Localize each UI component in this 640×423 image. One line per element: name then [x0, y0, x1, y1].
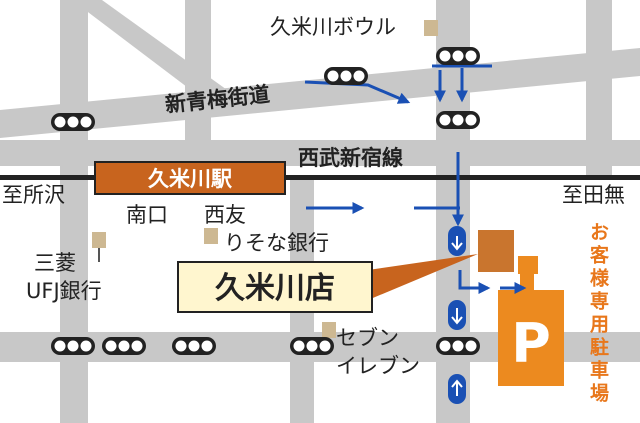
traffic-light-icon [172, 337, 216, 355]
label-to-tokorozawa: 至所沢 [2, 183, 65, 207]
label-seven: セブン [336, 326, 399, 350]
parking-icon: P [498, 290, 564, 386]
callout-pointer [368, 254, 478, 300]
road-far-east [586, 0, 612, 180]
label-resona: りそな銀行 [224, 231, 329, 255]
label-south-exit: 南口 [126, 203, 168, 227]
station-kumegawa: 久米川駅 [94, 161, 286, 195]
label-seiyu: 西友 [204, 203, 246, 227]
road-north-diagonal [72, 0, 248, 112]
road-west [60, 0, 88, 423]
label-customer-parking: お客様専用駐車場 [587, 222, 609, 406]
label-seibu-shinjuku-line: 西武新宿線 [298, 146, 403, 170]
station-label: 久米川駅 [148, 167, 233, 191]
landmark-markers [92, 20, 438, 338]
building-marker-icon [322, 322, 336, 338]
shop-small-building [518, 256, 538, 274]
shop-callout: 久米川店 [177, 261, 373, 313]
traffic-light-icon [324, 67, 368, 85]
traffic-light-icon [436, 47, 480, 65]
traffic-light-icon [102, 337, 146, 355]
label-mitsubishi: 三菱 [34, 251, 76, 275]
traffic-light-icon [290, 337, 334, 355]
parking-letter: P [511, 312, 551, 375]
building-marker-icon [92, 232, 106, 248]
building-marker-icon [204, 228, 218, 244]
lane-markers [448, 226, 466, 404]
building-marker-icon [424, 20, 438, 36]
traffic-light-icon [436, 337, 480, 355]
railway-seibu-shinjuku [0, 175, 640, 180]
arrow-icon [304, 80, 411, 104]
traffic-signals [51, 47, 480, 355]
traffic-light-icon [51, 113, 95, 131]
traffic-light-icon [51, 337, 95, 355]
label-to-tanashi: 至田無 [562, 183, 625, 207]
road-shin-ome [0, 48, 640, 138]
shop-name: 久米川店 [215, 271, 335, 306]
label-eleven: イレブン [336, 354, 420, 378]
traffic-light-icon [436, 111, 480, 129]
label-ufj: UFJ銀行 [26, 279, 102, 303]
arrow-icon [458, 270, 491, 294]
route-arrows [304, 64, 527, 294]
shop-building [478, 230, 514, 272]
label-bowling: 久米川ボウル [270, 15, 396, 39]
